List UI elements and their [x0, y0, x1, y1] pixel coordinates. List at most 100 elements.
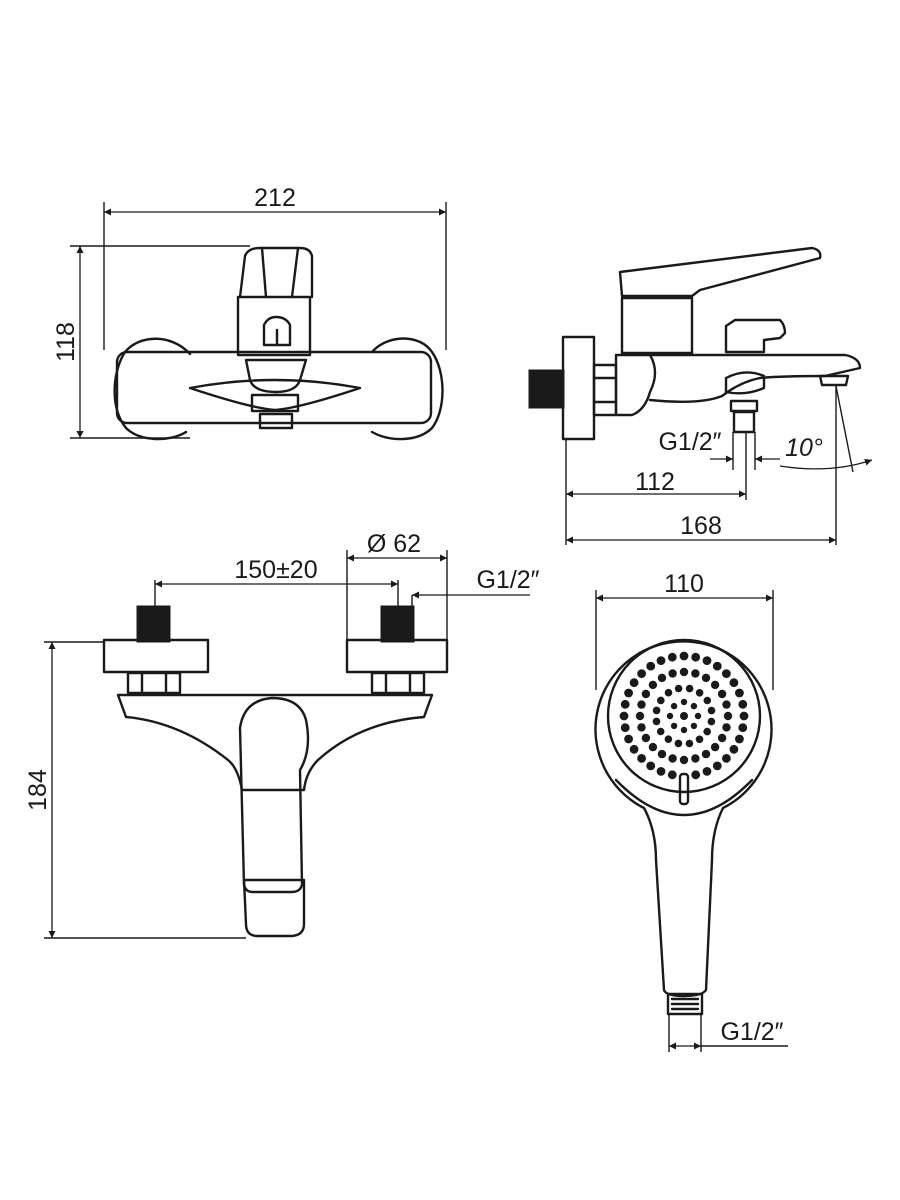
- nozzle: [739, 711, 749, 721]
- side-spout: [648, 353, 862, 403]
- nozzle: [674, 684, 683, 693]
- nozzle: [679, 651, 689, 661]
- side-flange: [561, 335, 596, 441]
- nozzle: [624, 734, 633, 744]
- nozzle: [668, 754, 677, 763]
- body-bar: [115, 350, 433, 425]
- nozzle: [680, 726, 688, 734]
- side-lever: [618, 246, 822, 298]
- hand-shower: 110 G1/2″: [594, 570, 788, 1052]
- nozzle: [670, 722, 678, 730]
- nozzle: [652, 717, 661, 726]
- nozzle: [722, 700, 731, 709]
- nozzle: [648, 680, 658, 690]
- nozzle: [735, 688, 744, 698]
- nozzle: [738, 723, 748, 733]
- nozzle: [723, 711, 733, 721]
- nozzle: [637, 700, 646, 709]
- left-inlet-thread: [136, 605, 171, 643]
- nozzle: [691, 652, 701, 662]
- nozzle: [703, 696, 712, 705]
- nozzle: [680, 698, 688, 706]
- nozzle: [722, 754, 731, 763]
- nozzle: [637, 723, 646, 732]
- nozzle: [646, 661, 656, 671]
- nozzle: [620, 699, 630, 709]
- angle-label: 10°: [785, 434, 823, 462]
- nozzle: [722, 669, 731, 678]
- nozzle: [664, 735, 673, 743]
- nozzle: [629, 678, 639, 688]
- nozzle: [635, 711, 645, 721]
- nozzle: [680, 712, 688, 720]
- nozzle: [679, 667, 689, 677]
- nozzle: [738, 699, 748, 709]
- nozzle: [674, 739, 683, 748]
- nozzle: [701, 749, 711, 759]
- front-view: 212 118: [52, 184, 447, 441]
- nozzle: [703, 727, 711, 736]
- nozzle: [624, 688, 633, 698]
- nozzle: [702, 767, 712, 776]
- side-view: G1/2″ 10° 112 168: [528, 246, 873, 545]
- side-inlet-thread: [528, 369, 565, 409]
- nozzle: [691, 669, 700, 678]
- nozzle: [707, 717, 716, 726]
- nozzle: [652, 706, 661, 715]
- centers-label: 150±20: [234, 556, 317, 584]
- top-body: [116, 693, 434, 792]
- nozzle: [667, 770, 677, 780]
- shower-face: [606, 638, 762, 794]
- dimension-height-front: 118: [52, 245, 250, 439]
- depth-label: 168: [680, 512, 722, 540]
- height-label-front: 118: [52, 322, 80, 362]
- nozzle: [707, 706, 716, 715]
- nozzle: [666, 712, 674, 720]
- side-thread-label: G1/2″: [658, 428, 721, 456]
- nozzle: [717, 689, 727, 699]
- nozzle: [648, 742, 658, 752]
- nozzle: [690, 702, 698, 710]
- inlet-thread-label: G1/2″: [476, 566, 539, 594]
- nozzle: [702, 656, 712, 665]
- front-spout: [244, 358, 308, 394]
- side-body: [614, 353, 657, 417]
- nozzle: [735, 734, 744, 744]
- left-flange: [113, 350, 188, 441]
- nozzle: [656, 767, 666, 776]
- nozzle: [710, 742, 720, 752]
- nozzle: [685, 739, 694, 748]
- nozzle: [712, 661, 722, 671]
- nozzle: [679, 755, 689, 765]
- nozzle: [656, 727, 665, 736]
- nozzle: [695, 735, 704, 744]
- top-view: 150±20 Ø 62 G1/2″ 184: [24, 530, 540, 939]
- nozzle: [722, 723, 731, 732]
- nozzle: [712, 761, 722, 771]
- nozzle: [657, 696, 665, 705]
- nozzle: [637, 754, 646, 763]
- top-height-label: 184: [24, 769, 52, 811]
- spray-nozzles: [619, 651, 749, 780]
- nozzle: [629, 744, 639, 754]
- nozzle: [667, 652, 677, 662]
- head-diameter-label: 110: [664, 570, 704, 598]
- nozzle: [646, 761, 656, 771]
- dimension-width-front: 212: [103, 184, 447, 350]
- front-lever: [238, 246, 314, 299]
- nozzle: [701, 673, 711, 683]
- nozzle: [620, 723, 630, 733]
- shower-outline: [594, 640, 773, 998]
- spout-offset-label: 112: [635, 468, 675, 496]
- hose-thread: [666, 992, 704, 1016]
- nozzle: [695, 689, 704, 697]
- nozzle: [641, 733, 651, 743]
- flange-diameter-label: Ø 62: [367, 530, 421, 558]
- nozzle: [717, 733, 727, 743]
- nozzle: [656, 656, 666, 665]
- nozzle: [670, 702, 678, 710]
- nozzle: [691, 754, 700, 763]
- nozzle: [691, 770, 701, 780]
- nozzle: [694, 712, 702, 720]
